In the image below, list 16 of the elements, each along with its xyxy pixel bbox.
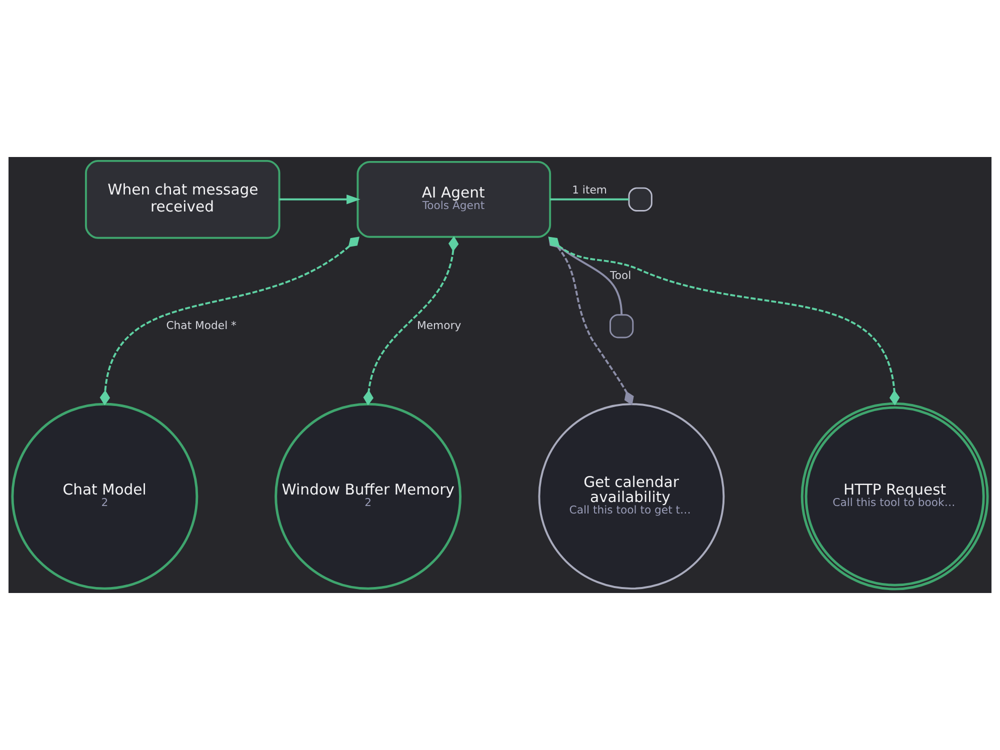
node-circle: Get calendar availability Call this tool to get t… [538,403,725,590]
connector [363,236,459,406]
edge-label: 1 item [572,183,607,196]
edge-label: Tool [610,269,632,282]
edge-label: Chat Model * [166,318,236,332]
connector [100,236,360,406]
node-circle: HTTP Request Call this tool to book… [800,402,989,590]
node-box [610,314,634,338]
edge-label: Memory [417,318,462,332]
arrow [279,194,360,204]
node-box [628,187,652,212]
node-circle: Window Buffer Memory 2 [274,402,462,590]
node-box: When chat message received [84,160,280,239]
node-circle: Chat Model 2 [11,402,198,590]
node-box: AI Agent Tools Agent [356,160,552,238]
connector [550,198,629,200]
